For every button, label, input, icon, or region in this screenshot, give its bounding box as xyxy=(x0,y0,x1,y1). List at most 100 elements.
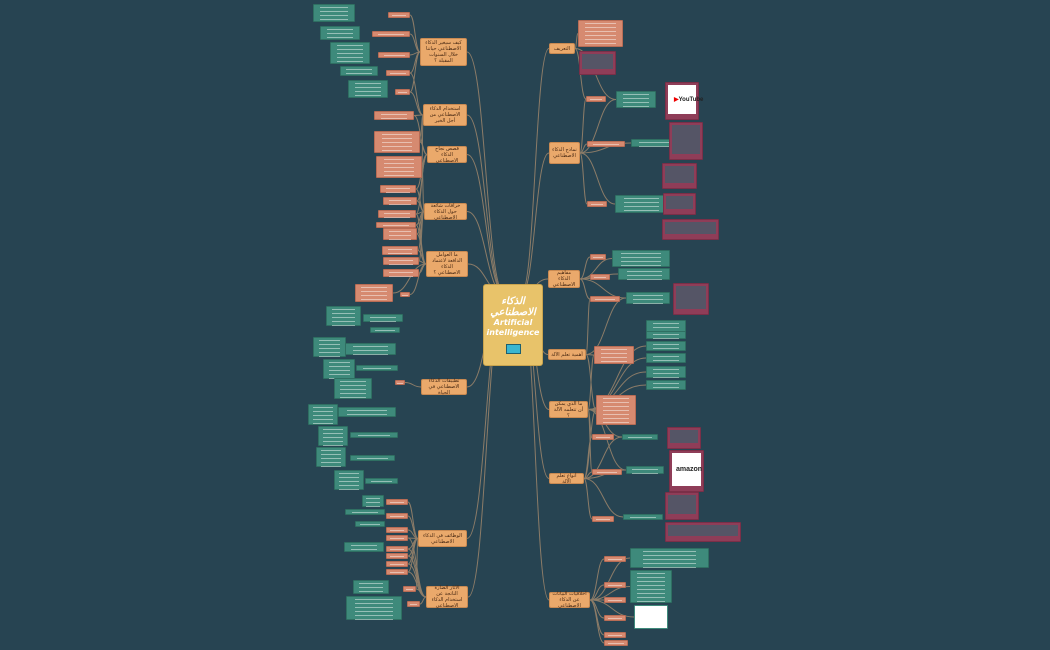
note-node[interactable] xyxy=(345,509,385,515)
note-node[interactable] xyxy=(646,331,686,339)
subtopic-node[interactable] xyxy=(604,582,626,588)
branch-ai-models[interactable]: نماذج الذكاء الاصطناعي xyxy=(549,142,580,164)
note-node[interactable] xyxy=(330,42,370,64)
branch-ai-applications[interactable]: تطبيقات الذكاء الاصطناعي في الحياة xyxy=(421,378,467,396)
branch-ml-types[interactable]: أنواع تعلم الآلة xyxy=(549,473,584,485)
subtopic-node[interactable] xyxy=(587,141,625,147)
image-node[interactable] xyxy=(665,522,741,542)
subtopic-node[interactable] xyxy=(400,292,410,297)
note-node[interactable] xyxy=(646,353,686,363)
note-node[interactable] xyxy=(326,306,361,326)
note-node[interactable] xyxy=(365,478,398,484)
image-node[interactable] xyxy=(634,605,668,629)
note-node[interactable] xyxy=(340,66,378,76)
branch-success-stories[interactable]: قصص نجاح الذكاء الاصطناعي xyxy=(427,146,467,164)
youtube-image[interactable]: ▶YouTube xyxy=(665,82,703,120)
note-node[interactable] xyxy=(646,380,686,390)
subtopic-node[interactable] xyxy=(590,296,620,302)
subtopic-node[interactable] xyxy=(376,156,422,178)
note-node[interactable] xyxy=(615,195,667,213)
amazon-image[interactable]: amazon xyxy=(669,450,704,492)
note-node[interactable] xyxy=(320,26,360,40)
note-node[interactable] xyxy=(356,365,398,371)
subtopic-node[interactable] xyxy=(355,284,393,302)
subtopic-node[interactable] xyxy=(592,516,614,522)
note-node[interactable] xyxy=(338,407,396,417)
subtopic-node[interactable] xyxy=(587,201,607,207)
note-node[interactable] xyxy=(370,327,400,333)
note-node[interactable] xyxy=(355,521,385,527)
subtopic-node[interactable] xyxy=(382,246,418,255)
branch-adoption-drivers[interactable]: ما العوامل الدافعة لاعتماد الذكاء الاصطن… xyxy=(426,251,468,277)
note-node[interactable] xyxy=(618,268,670,280)
subtopic-node[interactable] xyxy=(395,380,405,385)
branch-how-ai-changes-life[interactable]: كيف سيغير الذكاء الاصطناعي حياتنا خلال ا… xyxy=(420,38,467,66)
subtopic-node[interactable] xyxy=(604,597,626,603)
note-node[interactable] xyxy=(334,378,372,399)
subtopic-node[interactable] xyxy=(386,499,408,505)
subtopic-node[interactable] xyxy=(590,254,606,260)
subtopic-node[interactable] xyxy=(388,12,410,18)
subtopic-node[interactable] xyxy=(386,553,408,559)
image-node[interactable] xyxy=(579,51,616,75)
subtopic-node[interactable] xyxy=(386,535,408,541)
note-node[interactable] xyxy=(350,432,398,438)
note-node[interactable] xyxy=(313,4,355,22)
note-node[interactable] xyxy=(646,366,686,378)
subtopic-node[interactable] xyxy=(386,569,408,575)
subtopic-node[interactable] xyxy=(592,469,622,475)
subtopic-node[interactable] xyxy=(374,131,420,153)
subtopic-node[interactable] xyxy=(403,586,416,592)
note-node[interactable] xyxy=(345,343,396,355)
subtopic-node[interactable] xyxy=(592,434,614,440)
note-node[interactable] xyxy=(323,359,355,379)
subtopic-node[interactable] xyxy=(386,561,408,567)
central-topic[interactable]: الذكاء الاصطناعي Artificial intelligence xyxy=(483,284,543,366)
note-node[interactable] xyxy=(626,292,670,304)
branch-what-machine-learns[interactable]: ما الذي يمكن أن تتعلمه الآلة ؟ xyxy=(549,401,588,419)
note-node[interactable] xyxy=(334,470,364,490)
branch-myths[interactable]: خرافات شائعة حول الذكاء الاصطناعي xyxy=(424,203,467,221)
note-node[interactable] xyxy=(646,341,686,351)
image-node[interactable] xyxy=(665,492,699,520)
subtopic-node[interactable] xyxy=(604,632,626,638)
branch-data-ethics[interactable]: أخلاقيات البيانات عن الذكاء الاصطناعي xyxy=(549,591,590,609)
branch-ai-for-good[interactable]: استخدام الذكاء الاصطناعي من أجل الخير xyxy=(423,104,467,126)
note-node[interactable] xyxy=(622,434,658,440)
note-node[interactable] xyxy=(308,404,338,425)
subtopic-node[interactable] xyxy=(604,615,626,621)
subtopic-node[interactable] xyxy=(383,269,419,277)
note-node[interactable] xyxy=(630,548,709,568)
note-node[interactable] xyxy=(630,570,672,603)
note-node[interactable] xyxy=(316,447,346,467)
branch-ai-concepts[interactable]: مفاهيم الذكاء الاصطناعي xyxy=(548,270,580,288)
subtopic-node[interactable] xyxy=(586,96,606,102)
note-node[interactable] xyxy=(313,337,346,357)
subtopic-node[interactable] xyxy=(594,346,634,364)
image-node[interactable] xyxy=(673,283,709,315)
note-node[interactable] xyxy=(344,542,384,552)
image-node[interactable] xyxy=(669,122,703,160)
branch-ai-jobs[interactable]: الوظائف في الذكاء الاصطناعي xyxy=(418,530,467,547)
subtopic-node[interactable] xyxy=(383,197,417,205)
subtopic-node[interactable] xyxy=(596,395,636,425)
subtopic-node[interactable] xyxy=(604,640,628,646)
image-node[interactable] xyxy=(662,163,697,189)
note-node[interactable] xyxy=(318,426,348,446)
subtopic-node[interactable] xyxy=(407,601,420,607)
branch-ml-importance[interactable]: أهمية تعلم الآلة xyxy=(548,349,586,360)
note-node[interactable] xyxy=(626,466,664,474)
note-node[interactable] xyxy=(346,596,402,620)
subtopic-node[interactable] xyxy=(578,20,623,47)
branch-definition[interactable]: التعريف xyxy=(549,43,575,54)
note-node[interactable] xyxy=(348,80,388,98)
subtopic-node[interactable] xyxy=(386,513,408,519)
subtopic-node[interactable] xyxy=(383,228,417,240)
note-node[interactable] xyxy=(616,91,656,108)
subtopic-node[interactable] xyxy=(590,274,610,280)
image-node[interactable] xyxy=(667,427,701,449)
subtopic-node[interactable] xyxy=(378,52,410,58)
note-node[interactable] xyxy=(363,314,403,322)
note-node[interactable] xyxy=(623,514,663,520)
note-node[interactable] xyxy=(353,580,389,594)
